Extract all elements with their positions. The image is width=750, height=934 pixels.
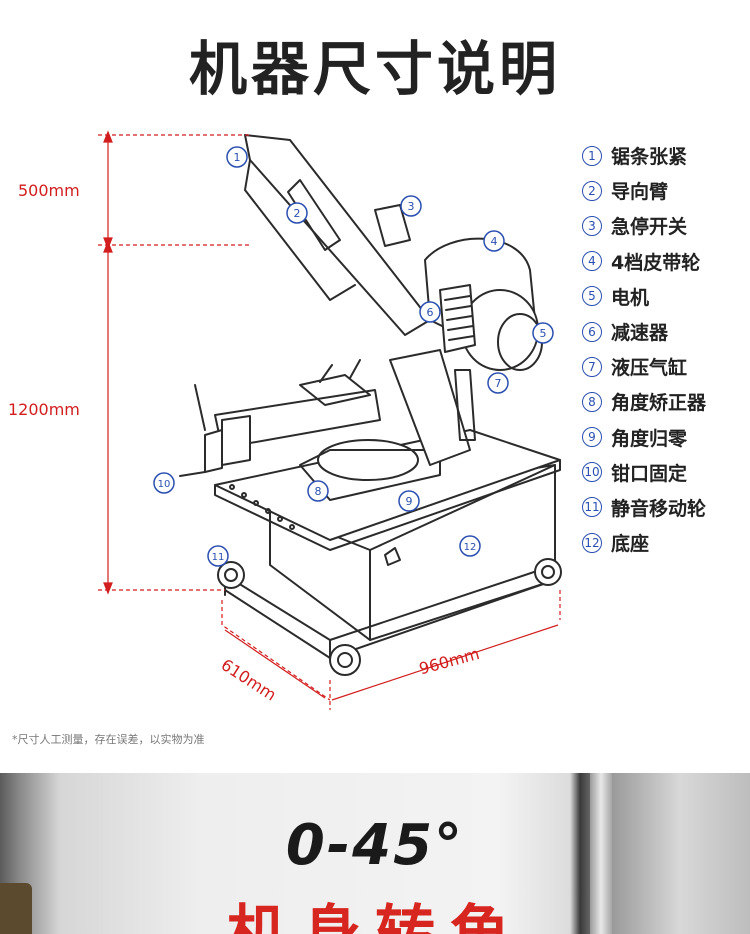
legend-label: 锯条张紧: [611, 146, 688, 169]
dimension-1200: 1200mm: [8, 400, 80, 419]
legend-item: 5 电机: [582, 279, 750, 314]
legend-item: 6 减速器: [582, 314, 750, 349]
callout-1: [226, 146, 248, 168]
callout-9-label: 9: [406, 495, 413, 508]
callout-1-label: 1: [234, 151, 241, 164]
legend-item: 4 4档皮带轮: [582, 244, 750, 279]
legend-label: 角度归零: [611, 427, 688, 450]
callout-5-label: 5: [540, 327, 547, 340]
legend-number: 10: [582, 462, 602, 483]
band-saw-diagram: 1 2 3 4 5 6 7 8 9 10 11 12: [98, 130, 562, 710]
callout-5: [532, 322, 554, 344]
legend-item: 1 锯条张紧: [582, 138, 750, 173]
legend-number: 2: [582, 180, 602, 201]
callout-4: [483, 230, 505, 252]
legend-number: 7: [582, 356, 602, 377]
rotation-banner: 0-45° 机身转角: [0, 773, 750, 934]
callout-3-label: 3: [408, 200, 415, 213]
legend-item: 7 液压气缸: [582, 349, 750, 384]
callout-12: [459, 535, 481, 557]
legend-number: 5: [582, 286, 602, 307]
legend-item: 8 角度矫正器: [582, 384, 750, 419]
legend-number: 11: [582, 497, 602, 518]
measurement-note: *尺寸人工测量，存在误差，以实物为准: [12, 733, 205, 746]
legend-label: 4档皮带轮: [611, 251, 701, 274]
legend-number: 3: [582, 215, 602, 236]
callout-11: [207, 545, 229, 567]
callout-8-label: 8: [315, 485, 322, 498]
legend-number: 12: [582, 532, 602, 553]
callout-2: [286, 202, 308, 224]
callout-9: [398, 490, 420, 512]
callout-3: [400, 195, 422, 217]
legend-item: 3 急停开关: [582, 208, 750, 243]
callout-11-label: 11: [212, 552, 225, 563]
page-title: 机器尺寸说明: [188, 35, 561, 103]
callout-6: [419, 301, 441, 323]
angle-range: 0-45°: [285, 813, 465, 878]
legend-label: 角度矫正器: [611, 392, 707, 415]
legend-item: 11 静音移动轮: [582, 490, 750, 525]
callout-12-label: 12: [464, 542, 477, 553]
callout-8: [307, 480, 329, 502]
legend-label: 减速器: [611, 322, 669, 345]
legend-label: 导向臂: [611, 181, 669, 204]
callout-6-label: 6: [427, 306, 434, 319]
legend-number: 6: [582, 321, 602, 342]
legend-label: 底座: [611, 533, 650, 556]
machine-photo-fragment: [0, 883, 32, 934]
legend-number: 1: [582, 145, 602, 166]
callout-4-label: 4: [491, 235, 498, 248]
callout-7-label: 7: [495, 377, 502, 390]
legend-number: 8: [582, 391, 602, 412]
rotation-heading: 机身转角: [227, 899, 523, 934]
legend-item: 9 角度归零: [582, 420, 750, 455]
callout-2-label: 2: [294, 207, 301, 220]
legend-number: 4: [582, 251, 602, 272]
dimension-500: 500mm: [18, 181, 80, 200]
parts-legend: 1 锯条张紧 2 导向臂 3 急停开关 4 4档皮带轮 5 电机 6 减速器 7 液压气缸 8…: [582, 138, 750, 560]
legend-label: 静音移动轮: [611, 497, 707, 520]
legend-label: 液压气缸: [611, 357, 688, 380]
callout-10: [153, 472, 175, 494]
legend-label: 钳口固定: [611, 462, 688, 485]
callout-7: [487, 372, 509, 394]
legend-item: 12 底座: [582, 525, 750, 560]
legend-label: 电机: [611, 286, 650, 309]
legend-label: 急停开关: [611, 216, 688, 239]
legend-number: 9: [582, 427, 602, 448]
callout-10-label: 10: [158, 479, 171, 490]
legend-item: 10 钳口固定: [582, 455, 750, 490]
machine-column-photo: [590, 773, 612, 934]
legend-item: 2 导向臂: [582, 173, 750, 208]
